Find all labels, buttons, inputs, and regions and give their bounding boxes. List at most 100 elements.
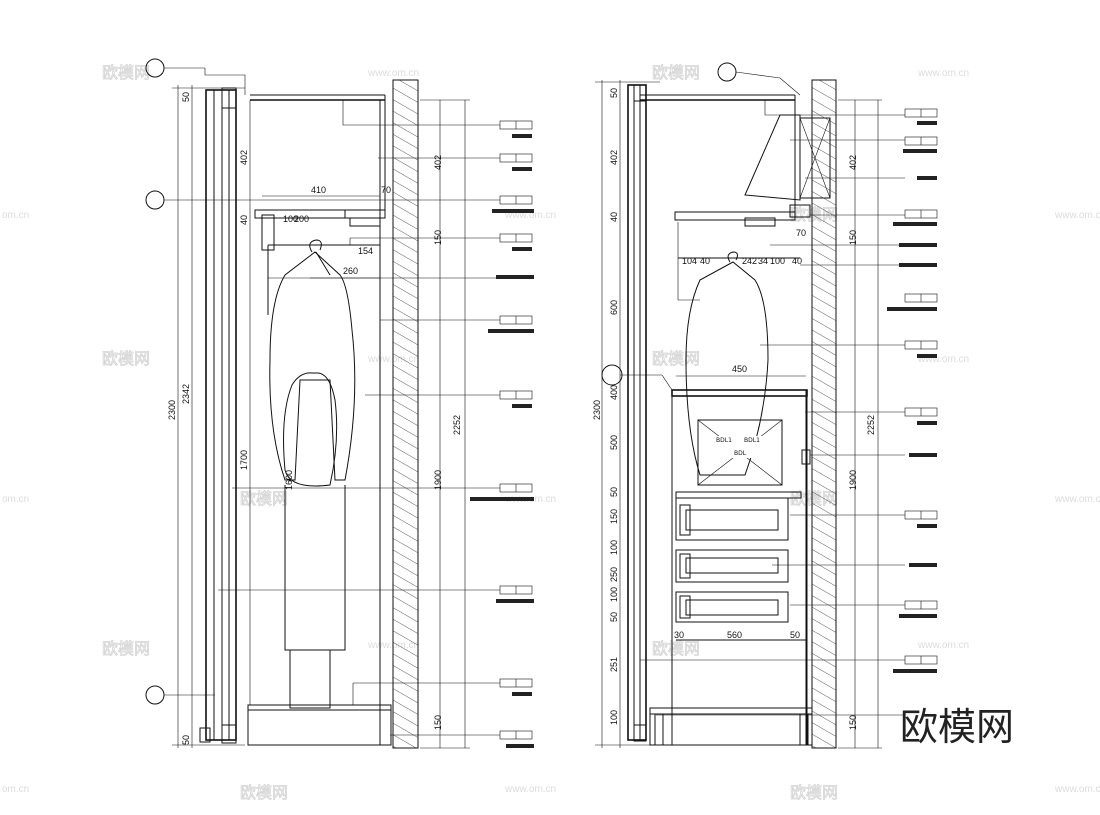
watermark-url: www.om.cn [367, 68, 419, 79]
material-tag [909, 453, 937, 457]
watermark-layer: 欧模网 欧模网 欧模网 欧模网 欧模网 欧模网 欧模网 欧模网 欧模网 欧模网 … [2, 63, 1100, 803]
material-tag [499, 120, 533, 138]
watermark-url: www.om.cn [917, 640, 969, 651]
dim-inner: 50 [609, 487, 619, 497]
dim-width: 50 [790, 630, 800, 640]
material-tag [899, 263, 937, 267]
dim-right: 150 [848, 230, 858, 245]
material-tag [499, 730, 534, 748]
watermark-logo: 欧模网 [102, 349, 150, 368]
dim-width: 450 [732, 364, 747, 374]
dim-right: 2252 [452, 415, 462, 435]
dim-width: 40 [700, 256, 710, 266]
watermark-url: www.om.cn [504, 784, 556, 795]
axis-marker [145, 685, 165, 705]
watermark-url: www.om.cn [504, 210, 556, 221]
material-tag [904, 510, 938, 528]
dim-inner: 1700 [239, 450, 249, 470]
dim-right: 150 [433, 230, 443, 245]
watermark-logo: 欧模网 [240, 783, 288, 802]
dim-right: 150 [848, 715, 858, 730]
axis-marker [601, 364, 623, 386]
dim-inner: 500 [609, 435, 619, 450]
wall-hatch [392, 79, 419, 749]
dim-width: 100 [283, 214, 298, 224]
material-tag [904, 340, 938, 358]
brand-logo: 欧模网 [900, 705, 1014, 749]
dim-right: 1900 [848, 470, 858, 490]
right-material-tags [887, 108, 938, 673]
dim-right: 2252 [866, 415, 876, 435]
dim-inner: 400 [609, 385, 619, 400]
dim-inner: 100 [609, 710, 619, 725]
dim-width: 154 [358, 246, 373, 256]
watermark-logo: 欧模网 [790, 783, 838, 802]
dim-width: 30 [674, 630, 684, 640]
dim-inner: 600 [609, 300, 619, 315]
material-tag [904, 108, 938, 125]
wall-hatch [811, 79, 837, 749]
watermark-url: om.cn [2, 210, 29, 221]
dim-overall-height: 2300 [167, 400, 177, 420]
dim-width: 40 [792, 256, 802, 266]
dim-width: 34 [758, 256, 768, 266]
dim-width: 242 [742, 256, 757, 266]
watermark-url: om.cn [2, 494, 29, 505]
watermark-logo: 欧模网 [240, 489, 288, 508]
dim-inner: 250 [609, 567, 619, 582]
dim-overall-height: 2342 [181, 384, 191, 404]
watermark-logo: 欧模网 [652, 349, 700, 368]
material-tag [909, 563, 937, 567]
dim-inner: 402 [239, 150, 249, 165]
material-tag [887, 293, 938, 311]
material-tag [499, 153, 533, 171]
dim-width: 560 [727, 630, 742, 640]
dim-inner: 50 [609, 612, 619, 622]
material-tag [499, 390, 533, 408]
watermark-logo: 欧模网 [652, 63, 700, 82]
dim-width: 70 [796, 228, 806, 238]
dim-width: 410 [311, 185, 326, 195]
dim-bottom: 50 [181, 735, 191, 745]
dim-right: 1900 [433, 470, 443, 490]
dim-inner: 251 [609, 657, 619, 672]
watermark-url: www.om.cn [917, 354, 969, 365]
material-tag [903, 136, 938, 153]
dim-inner: 40 [239, 215, 249, 225]
watermark-url: www.om.cn [917, 68, 969, 79]
dim-top: 50 [609, 88, 619, 98]
dim-width: 104 [682, 256, 697, 266]
watermark-url: om.cn [2, 784, 29, 795]
watermark-logo: 欧模网 [652, 639, 700, 658]
dim-width: 260 [343, 266, 358, 276]
box-label: BDL1 [744, 437, 760, 444]
dim-right: 150 [433, 715, 443, 730]
material-tag [499, 233, 533, 251]
dim-overall-height: 2300 [592, 400, 602, 420]
dim-right: 402 [433, 155, 443, 170]
dim-inner: 100 [609, 540, 619, 555]
material-tag [917, 176, 937, 180]
axis-marker [717, 62, 737, 82]
material-tag [492, 195, 534, 213]
material-tag [893, 209, 938, 226]
material-tag [899, 243, 937, 247]
material-tag [899, 600, 938, 618]
dim-inner: 100 [609, 587, 619, 602]
dim-right: 402 [848, 155, 858, 170]
material-tag [893, 655, 938, 673]
left-material-tags [470, 120, 534, 748]
box-label: BDL [734, 450, 747, 457]
watermark-url: www.om.cn [1054, 210, 1100, 221]
material-tag [904, 407, 938, 425]
dim-top: 50 [181, 92, 191, 102]
box-label: BDL1 [716, 437, 732, 444]
material-tag [470, 483, 534, 501]
watermark-url: www.om.cn [1054, 784, 1100, 795]
dim-width: 70 [381, 185, 391, 195]
watermark-logo: 欧模网 [102, 63, 150, 82]
material-tag [496, 585, 534, 603]
dim-width: 200 [294, 214, 309, 224]
